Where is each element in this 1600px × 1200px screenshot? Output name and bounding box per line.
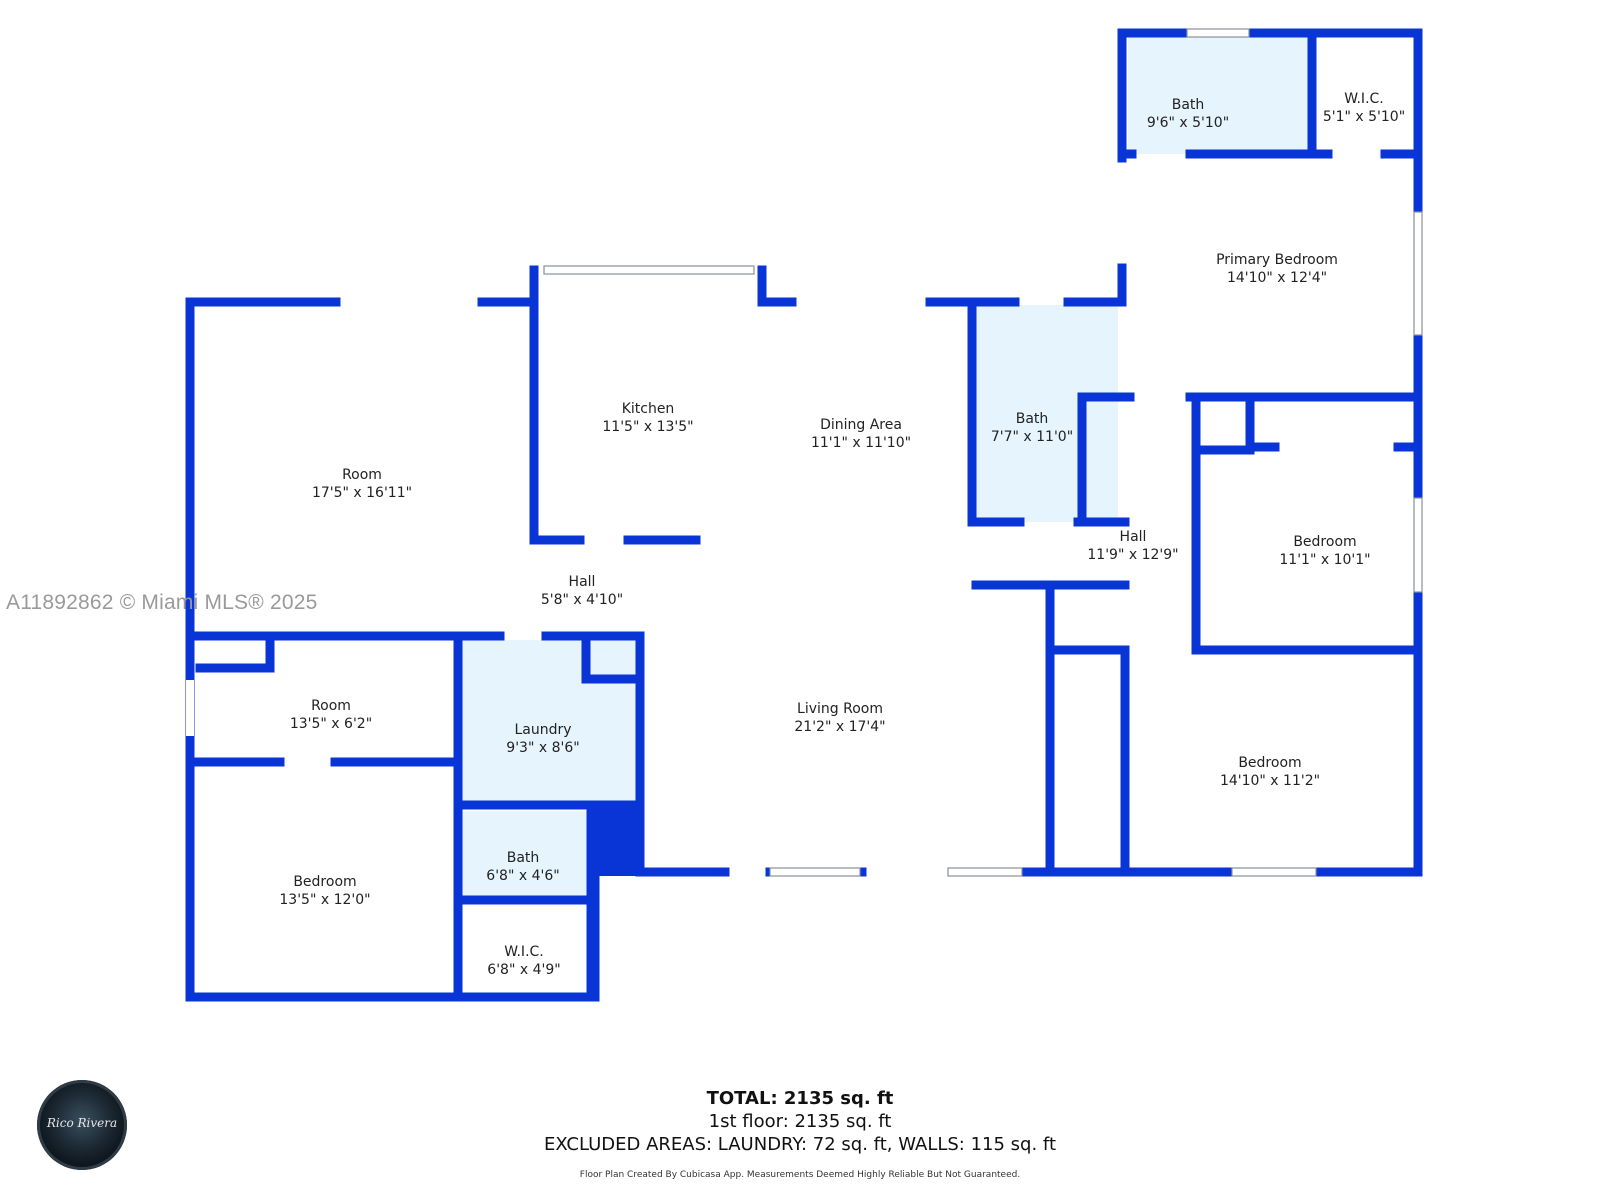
logo-text: Rico Rivera [46,1116,118,1130]
total-area: TOTAL: 2135 sq. ft [706,1088,894,1109]
walls [185,28,1423,1002]
wall-left-gap-cover [186,680,194,736]
wall-column [591,805,644,876]
wall-closet-mid [1077,392,1135,527]
wall-right-side-b [1313,587,1423,877]
window-bedroom-right [1413,497,1423,593]
photographer-logo: Rico Rivera [37,1080,127,1170]
wall-right-tower [1117,28,1190,163]
wall-kitchen-top-r [757,265,797,307]
disclaimer: Floor Plan Created By Cubicasa App. Meas… [579,1170,1021,1180]
window-kitchen [543,265,755,275]
window-bottom-b [947,867,1023,877]
windows [543,28,1423,877]
wall-top-room-b [477,297,585,545]
mls-watermark: A11892862 © Miami MLS® 2025 [6,591,318,614]
room-label-wic-left: W.I.C.6'8" x 4'9" [487,944,560,978]
window-primary-right [1413,211,1423,336]
bath-center-fill [976,305,1118,522]
window-bottom-a [769,867,861,877]
room-label-wic-primary: W.I.C.5'1" x 5'10" [1323,91,1405,125]
wall-bath-center [967,297,1025,527]
laundry-fill [458,640,638,805]
bath-left-fill [458,811,588,896]
excluded-areas: EXCLUDED AREAS: LAUNDRY: 72 sq. ft, WALL… [544,1134,1056,1155]
wall-bedroom-upper-left [1191,445,1423,655]
wall-closet-lower [1045,645,1130,877]
window-primary-bath [1186,28,1250,38]
window-bottom-c [1231,867,1317,877]
wall-top-bath [1063,263,1127,307]
wet-area-fills [458,37,1310,896]
wall-closet-right [1191,392,1255,455]
wall-closet-left [195,635,275,673]
bath-primary-fill [1128,37,1310,154]
floor-area: 1st floor: 2135 sq. ft [708,1111,892,1132]
